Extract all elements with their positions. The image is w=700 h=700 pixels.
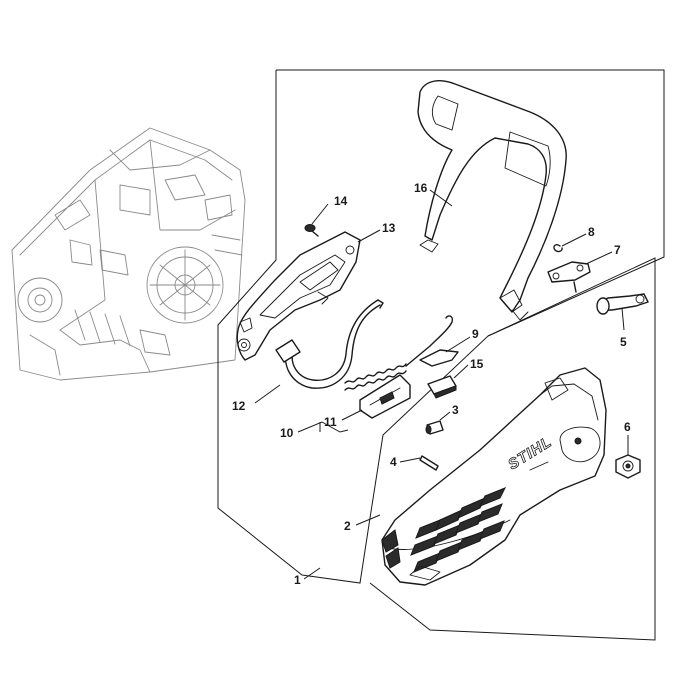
brake-band-part — [275, 299, 384, 389]
retainer-block-part — [427, 375, 457, 399]
callout-3: 3 — [452, 403, 459, 417]
sprocket-cover-part — [381, 367, 607, 586]
callout-5: 5 — [620, 335, 627, 349]
engine-housing-outline — [11, 127, 246, 381]
callout-7: 7 — [614, 243, 621, 257]
screw-part — [304, 224, 319, 237]
spring-housing-part — [359, 374, 411, 419]
dowel-pin-part — [425, 420, 444, 435]
callout-labels: 16 14 13 8 7 5 9 15 3 4 6 12 11 10 2 1 — [232, 181, 631, 587]
callout-10: 10 — [280, 426, 294, 440]
lever-part — [547, 261, 591, 293]
brake-lever-plate-part — [236, 231, 361, 361]
collar-nut-part — [615, 454, 641, 479]
hand-guard-part — [417, 80, 567, 321]
callout-4: 4 — [390, 455, 397, 469]
cover-assembly-boundary — [369, 257, 656, 641]
leader-lines — [254, 189, 629, 580]
spring-part — [344, 315, 459, 391]
callout-12: 12 — [232, 399, 246, 413]
callout-9: 9 — [472, 327, 479, 341]
callout-13: 13 — [382, 221, 396, 235]
cover-pin-part — [419, 455, 439, 471]
clip-part — [553, 244, 563, 253]
assembly-boundary — [217, 69, 665, 584]
callout-15: 15 — [470, 357, 484, 371]
callout-1: 1 — [294, 573, 301, 587]
callout-2: 2 — [344, 519, 351, 533]
callout-8: 8 — [588, 225, 595, 239]
callout-6: 6 — [624, 420, 631, 434]
callout-16: 16 — [414, 181, 428, 195]
callout-11: 11 — [324, 415, 337, 429]
callout-14: 14 — [334, 194, 348, 208]
pivot-pin-part — [596, 293, 649, 315]
